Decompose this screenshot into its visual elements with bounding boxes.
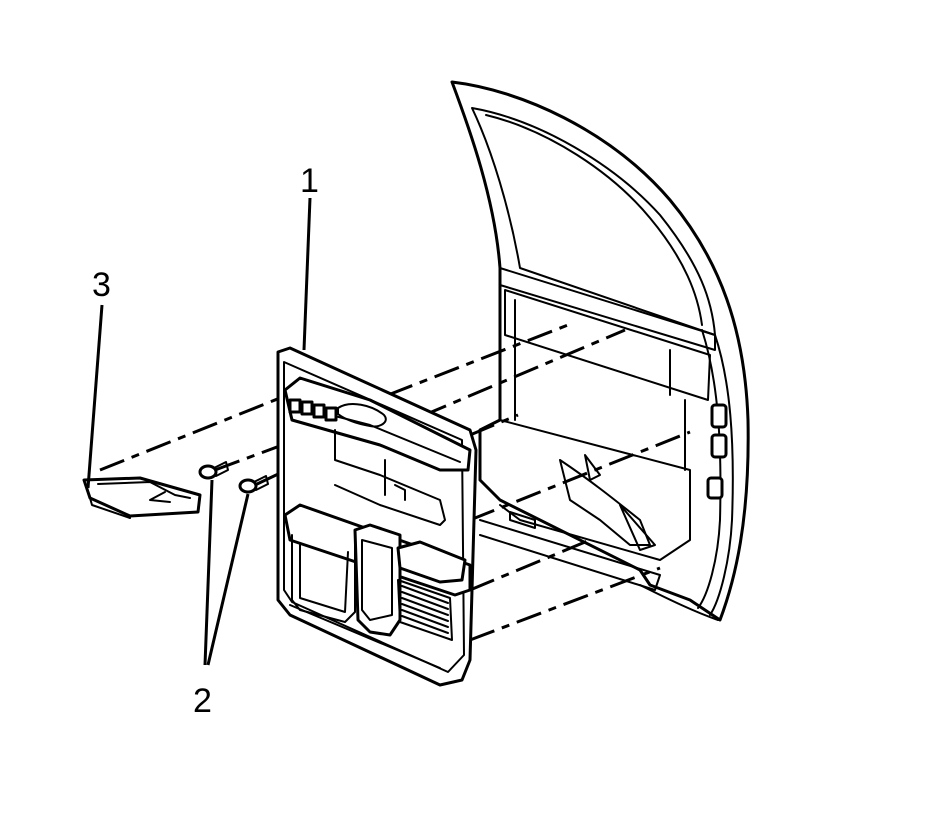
speaker-grille [397, 579, 453, 641]
fasteners [198, 461, 269, 494]
leader-part-2a [203, 479, 214, 666]
leader-lines [86, 197, 312, 666]
door-trim-panel [276, 346, 478, 687]
leader-part-2b [206, 493, 250, 666]
callout-3: 3 [92, 266, 111, 304]
door-frame [450, 80, 750, 622]
leader-part-3 [86, 304, 104, 489]
callout-2: 2 [193, 682, 212, 720]
screw-lower [238, 475, 269, 494]
screw-upper [198, 461, 229, 480]
trim-bezel [82, 476, 202, 519]
leader-part-1 [302, 197, 312, 351]
callout-1: 1 [300, 162, 319, 200]
